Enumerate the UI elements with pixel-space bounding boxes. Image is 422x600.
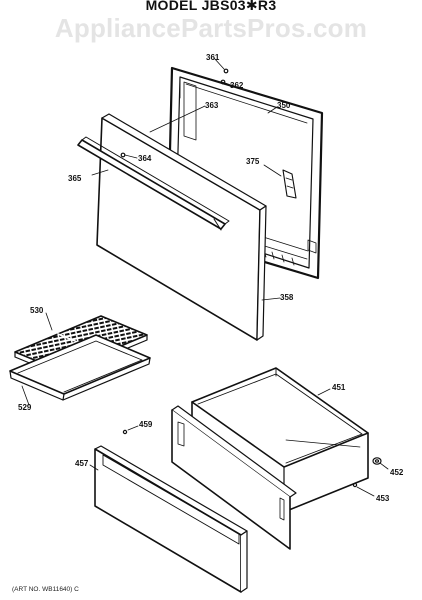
hinge-bracket <box>282 169 297 199</box>
callout-452: 452 <box>390 468 404 477</box>
door-liner-frame <box>183 81 197 141</box>
model-title: MODEL JBS03✱R3 <box>145 0 277 13</box>
drawer-front-frame <box>171 405 297 550</box>
callout-364: 364 <box>138 154 152 163</box>
callout-529: 529 <box>18 403 32 412</box>
callout-365: 365 <box>68 174 82 183</box>
callout-457: 457 <box>75 459 89 468</box>
oven-door-front-panel <box>96 113 267 341</box>
leader-lines <box>21 57 389 497</box>
broiler-pan <box>9 334 151 401</box>
screw-362 <box>220 79 226 85</box>
callout-530: 530 <box>30 306 44 315</box>
screw-361 <box>223 68 229 74</box>
callout-459: 459 <box>139 420 153 429</box>
drawer-front-cover <box>94 445 248 593</box>
door-handle <box>77 136 230 231</box>
callout-363: 363 <box>205 101 219 110</box>
callout-453: 453 <box>376 494 390 503</box>
watermark-text: AppliancePartsPros.com <box>54 13 368 43</box>
washer-452 <box>372 457 382 465</box>
callout-362: 362 <box>230 81 244 90</box>
screw-453 <box>352 482 358 488</box>
screw-459 <box>122 429 128 435</box>
callout-350: 350 <box>277 101 291 110</box>
callout-361: 361 <box>206 53 220 62</box>
callout-375: 375 <box>246 157 260 166</box>
callout-451: 451 <box>332 383 346 392</box>
art-number: (ART NO. WB11640) C <box>12 586 79 593</box>
callout-358: 358 <box>280 293 294 302</box>
